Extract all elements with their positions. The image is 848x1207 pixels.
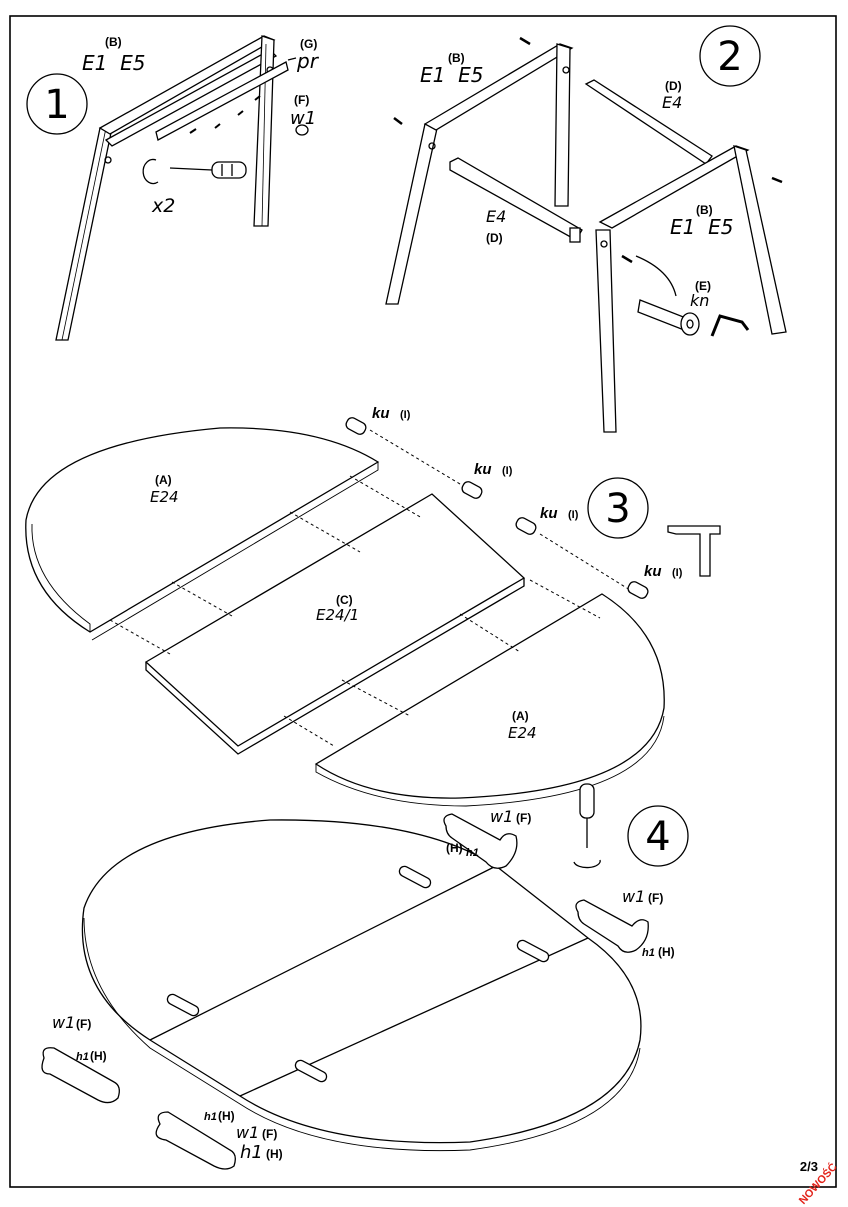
part-f-label: (F) [516, 811, 531, 825]
dowel-label: ku [540, 505, 558, 522]
code-kn: kn [690, 291, 709, 310]
part-a-label: (A) [155, 473, 172, 487]
part-f-label: (F) [648, 891, 663, 905]
part-f-label: (F) [262, 1127, 277, 1141]
code-e24: E24 [150, 488, 179, 506]
part-e-label: (E) [695, 279, 711, 293]
dowel-row [109, 429, 631, 747]
step-4: 4 w1 (F) (H) h1 w1 (F) h1 [41, 783, 689, 1170]
table-half-left [25, 427, 380, 641]
page-number: 2/3 [799, 1159, 818, 1174]
code-h1: h1 [76, 1051, 89, 1063]
assembled-tabletop [81, 819, 642, 1152]
wood-screw-icon [295, 124, 309, 136]
code-w1: w1 [290, 108, 316, 129]
part-h-label: (H) [658, 945, 675, 959]
part-f-label: (F) [76, 1017, 91, 1031]
screwdriver-icon [169, 161, 247, 179]
code-pr: pr [296, 49, 320, 73]
screw-icon [189, 95, 261, 134]
table-half-right [314, 593, 665, 807]
part-b-label: (B) [105, 35, 122, 49]
bolt-kn [637, 299, 700, 336]
part-h-label: (H) [266, 1147, 283, 1161]
step-3: 3 [25, 405, 721, 807]
leg-frame-back [385, 43, 574, 305]
step-2-number: 2 [717, 34, 742, 80]
part-b-label: (B) [448, 51, 465, 65]
dowel-part-label: (I) [568, 509, 579, 521]
code-w1: w1 [52, 1013, 75, 1032]
code-h1: h1 [204, 1111, 217, 1123]
code-w1: w1 [490, 807, 513, 826]
code-h1: h1 [240, 1142, 263, 1163]
rotate-arrow-icon [573, 859, 601, 869]
codes-e1-e5: E1 E5 [420, 63, 483, 87]
code-w1: w1 [236, 1123, 259, 1142]
codes-e1-e5: E1 E5 [82, 51, 145, 75]
metal-bracket [155, 57, 297, 141]
dowel-label: ku [474, 461, 492, 478]
hammer-icon [667, 525, 721, 577]
part-b-label: (B) [696, 203, 713, 217]
dowel-part-label: (I) [672, 567, 683, 579]
code-h1: h1 [466, 847, 479, 859]
step-3-number: 3 [605, 486, 630, 532]
step-1-badge [26, 73, 88, 135]
step-1: 1 ( [26, 35, 320, 341]
screwdriver-icon [579, 783, 595, 848]
code-h1: h1 [642, 947, 655, 959]
part-d-label: (D) [486, 231, 503, 245]
dowel-part-label: (I) [502, 465, 513, 477]
table-leaf-center [144, 493, 526, 755]
part-h-label: (H) [446, 841, 463, 855]
leg-frame-front [595, 145, 787, 433]
codes-e1-e5: E1 E5 [670, 215, 733, 239]
leg-frame-1 [55, 35, 278, 341]
step-4-badge [627, 805, 689, 867]
dowel-label: ku [644, 563, 662, 580]
code-e24-1: E24/1 [316, 606, 359, 624]
page-border [9, 15, 837, 1188]
direction-arrow [635, 255, 677, 297]
dowel-icon [345, 417, 649, 599]
step-2: 2 [385, 25, 787, 433]
code-e24: E24 [508, 724, 537, 742]
dowel-label: ku [372, 405, 390, 422]
step-2-badge [699, 25, 761, 87]
clip-fitting [166, 865, 550, 1083]
side-rail-left [449, 157, 583, 243]
code-w1: w1 [622, 887, 645, 906]
side-rail-right [584, 79, 713, 165]
code-e4: E4 [486, 207, 506, 226]
part-a-label: (A) [512, 709, 529, 723]
code-e4: E4 [662, 93, 682, 112]
allen-key-icon [710, 314, 750, 337]
part-c-label: (C) [336, 593, 353, 607]
part-h-label: (H) [90, 1049, 107, 1063]
step-3-badge [587, 477, 649, 539]
rotate-arrow-icon [142, 158, 159, 185]
dowel-part-label: (I) [400, 409, 411, 421]
part-g-label: (G) [300, 37, 317, 51]
hook-latch-icon [41, 813, 649, 1170]
step-1-number: 1 [44, 82, 69, 128]
multiplier-label: x2 [151, 195, 175, 217]
part-d-label: (D) [665, 79, 682, 93]
part-h-label: (H) [218, 1109, 235, 1123]
screw-icon [393, 36, 783, 264]
step-4-number: 4 [645, 814, 670, 860]
part-f-label: (F) [294, 93, 309, 107]
